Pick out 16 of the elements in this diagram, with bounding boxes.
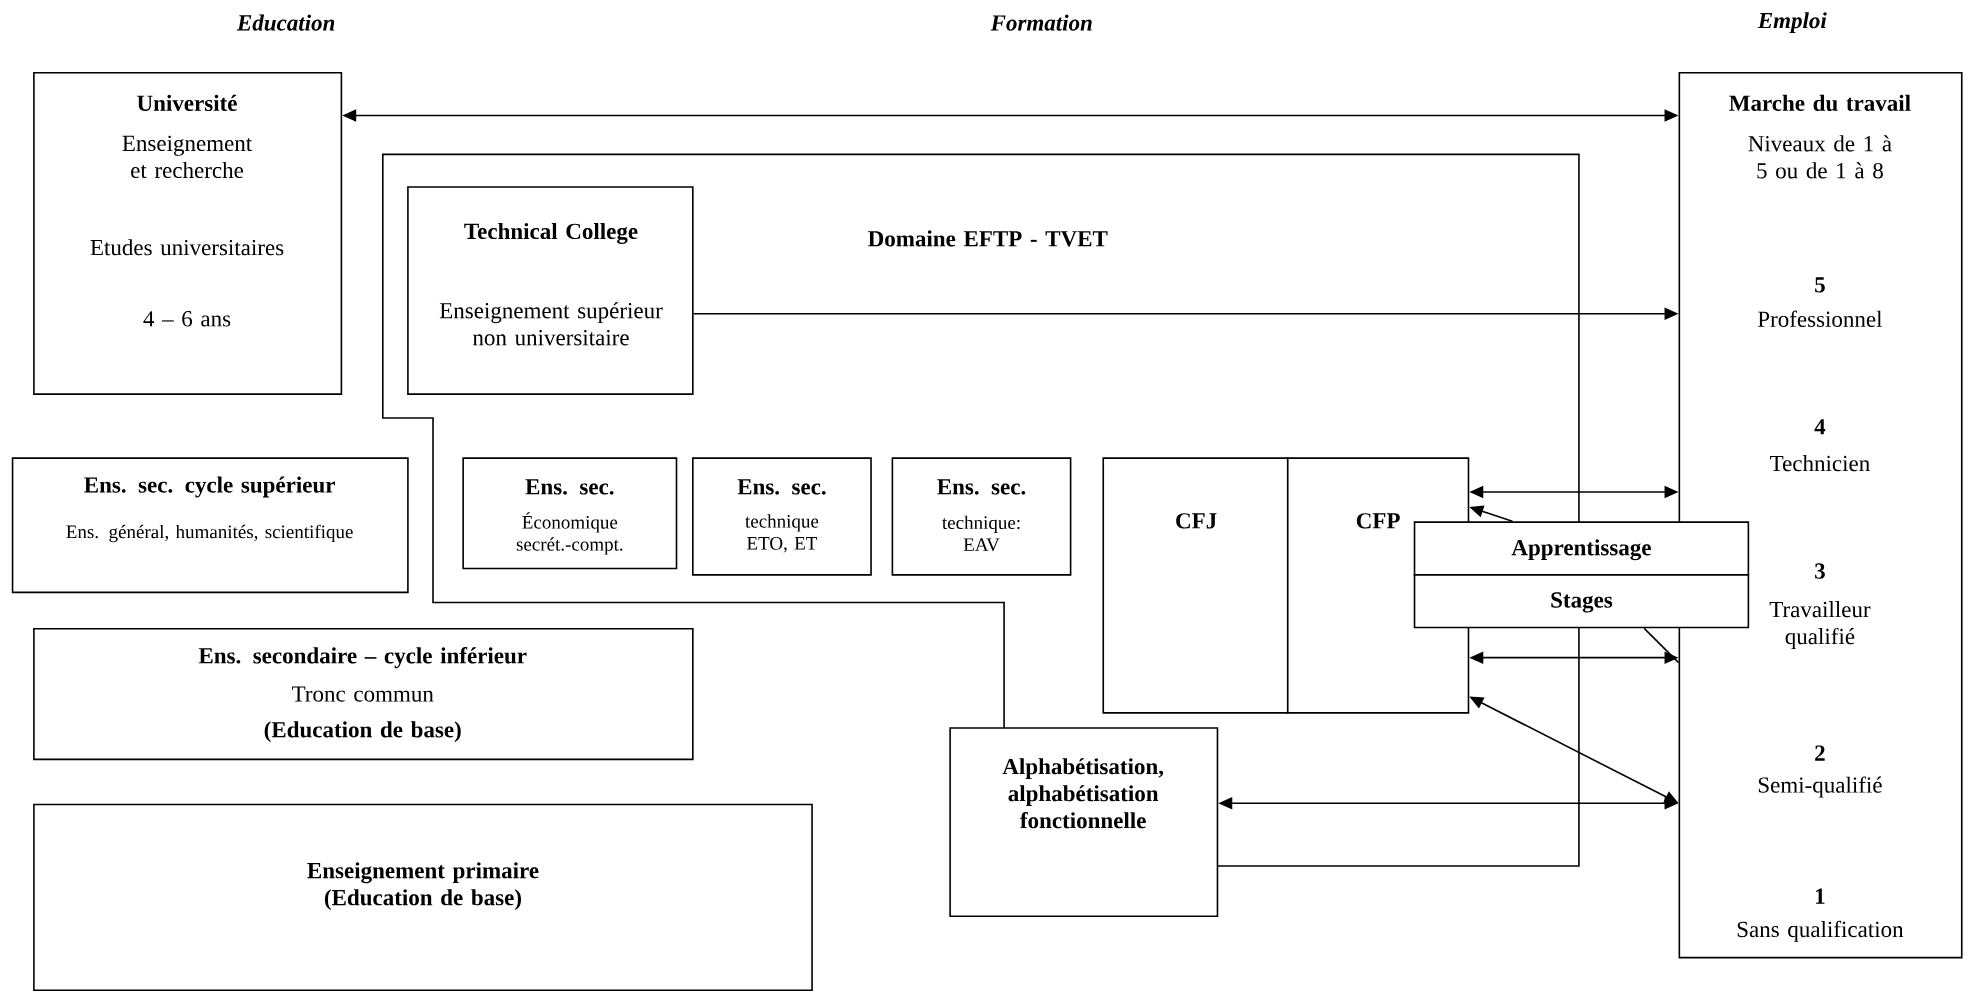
column-heading: Education [236,14,335,31]
process-box: Stages [1413,574,1750,629]
centre-box: CFJ [1102,457,1289,714]
process-box: Ens. sec. cycle supérieur Ens. général, humanités, scientifique [11,457,409,594]
process-box: Apprentissage [1413,521,1750,576]
process-box: Université Enseignement et recherche Etudes universitaires 4 – 6 ans [33,72,343,396]
process-box: Technical College Enseignement supérieur non universitaire [407,186,694,396]
column-heading: Formation [990,14,1092,31]
process-box: Ens. secondaire – cycle inférieur Tronc commun (Education de base) [33,628,694,761]
column-heading: Emploi [1757,12,1827,34]
level-column: Marche du travail Niveaux de 1 à 5 ou de 1 à 8 5 Professionnel 4 Technicien 3 Travailleur qualifié 2 Semi-qualifié 1 Sans qualification [1678,72,1963,959]
process-box: Ens. sec. technique ETO, ET [692,457,872,576]
process-box: Alphabétisation, alphabétisation fonctionnelle [949,727,1219,918]
process-box: Enseignement primaire (Education de base) [33,803,813,992]
process-box: Ens. sec. technique: EAV [891,457,1072,576]
process-box: Ens. sec. Économique secrét.-compt. [462,457,678,570]
